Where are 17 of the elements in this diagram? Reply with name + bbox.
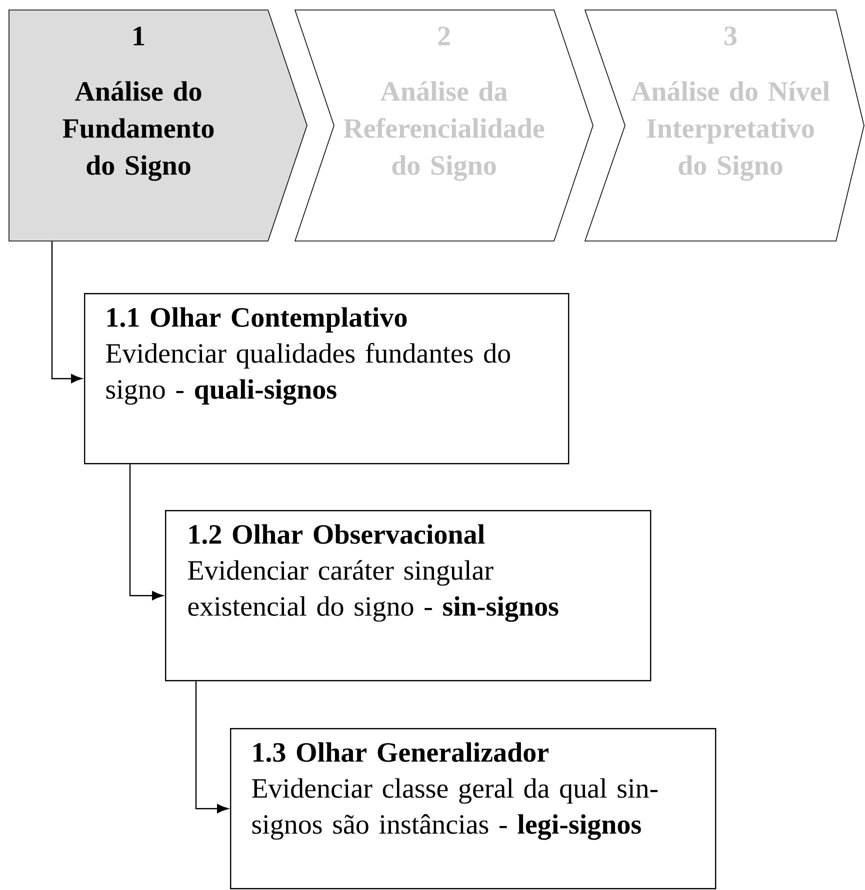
box-heading: 1.2 Olhar Observacional [189, 524, 485, 544]
process-step [294, 10, 594, 242]
process-step [8, 10, 308, 242]
process-box [84, 293, 570, 464]
box-text: Evidenciar qualidades fundantes do signo - quali-signos [106, 342, 510, 405]
step-title: Análise do Fundamento do Signo [62, 81, 214, 181]
box-text: Evidenciar classe geral da qual sin-signos são instâncias - legi-signos [252, 778, 658, 840]
step-number: 1 [134, 26, 144, 46]
process-box [230, 728, 716, 890]
process-box [165, 510, 652, 682]
box-text: Evidenciar caráter singular existencial do signo - sin-signos [188, 560, 558, 622]
box-heading: 1.3 Olhar Generalizador [253, 742, 548, 762]
arrow [129, 464, 164, 600]
box-heading: 1.1 Olhar Contemplativo [107, 307, 407, 333]
arrow [195, 681, 228, 814]
arrow [51, 241, 82, 384]
process-step [584, 10, 864, 242]
